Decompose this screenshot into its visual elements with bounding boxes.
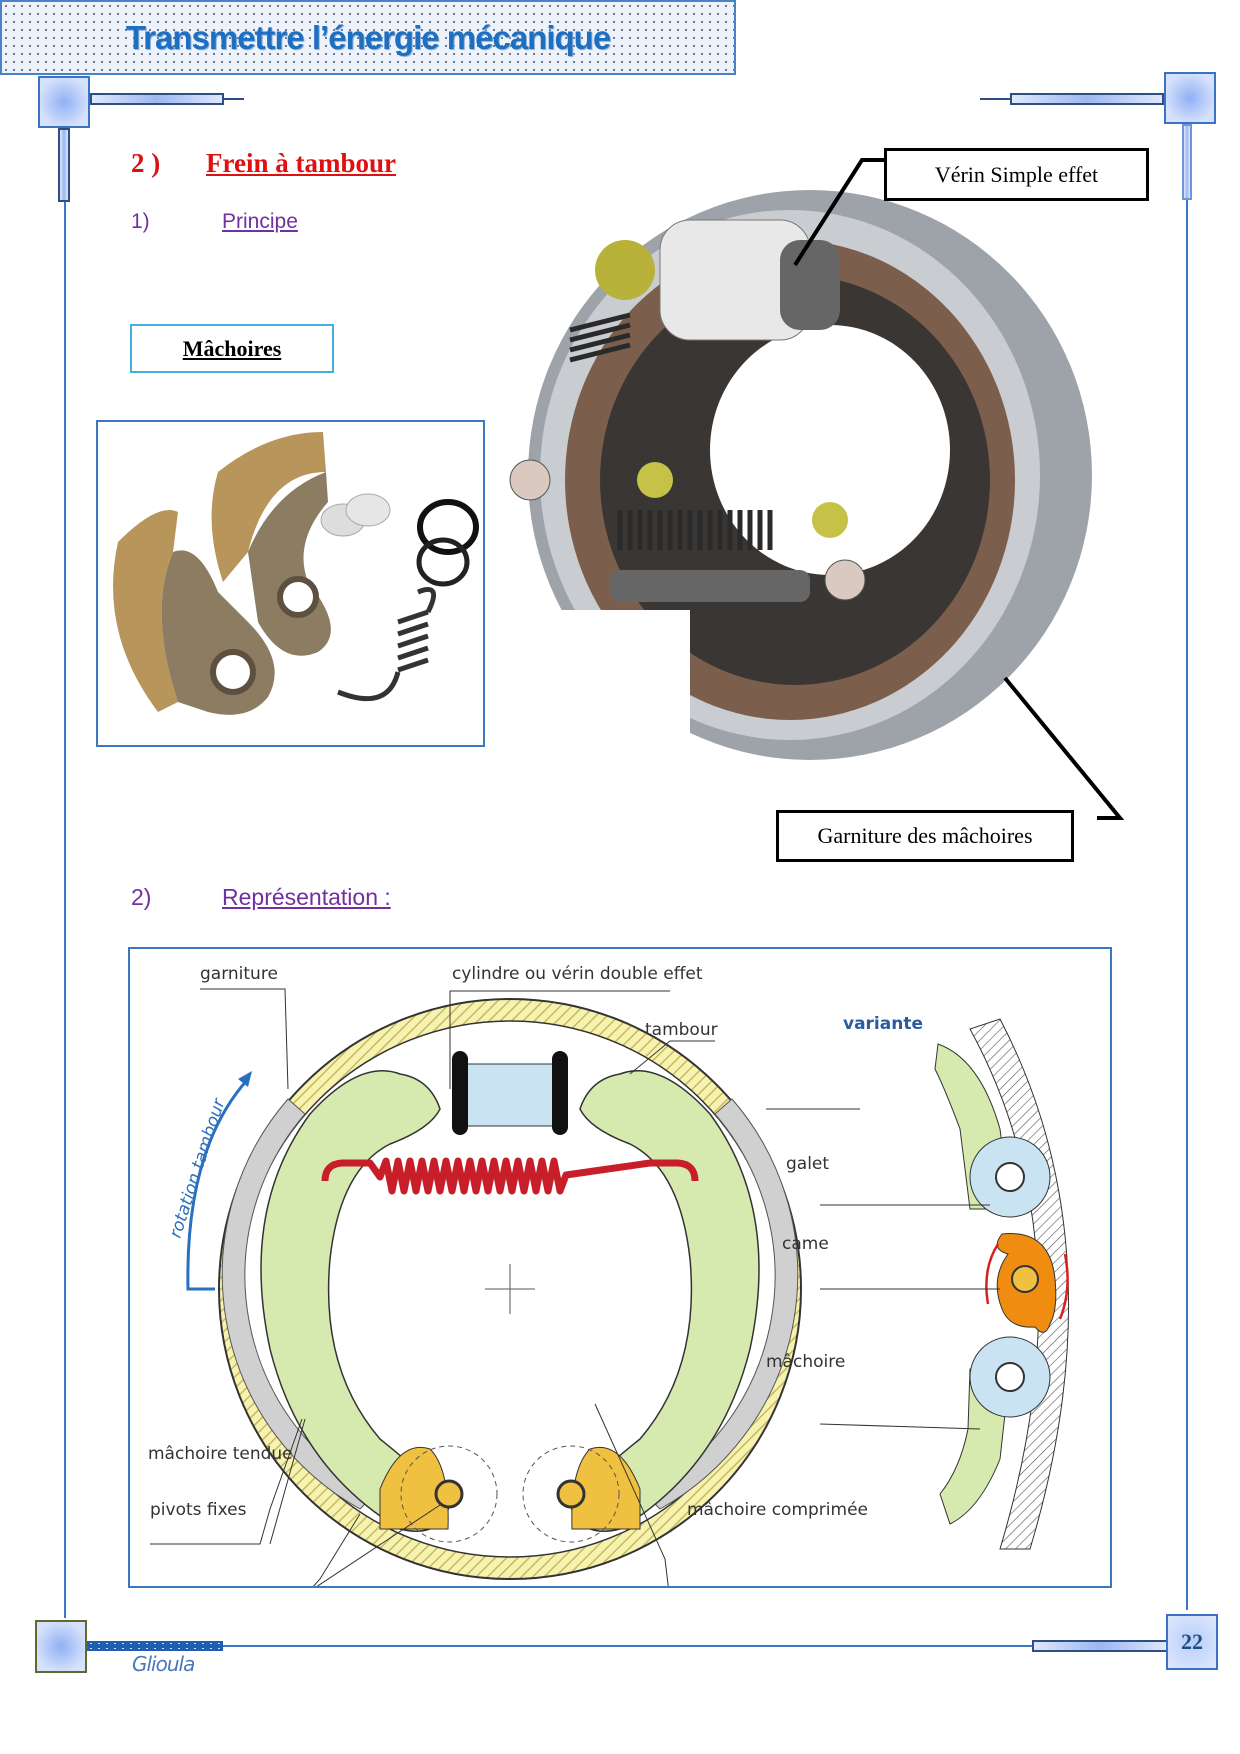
subsection-number-2: 2) [131, 884, 152, 910]
garniture-label: Garniture des mâchoires [776, 810, 1074, 862]
page-title-box: Transmettre l’énergie mécanique [0, 0, 736, 75]
brake-diagram-frame: rotation tambour garniture cylindre ou v… [128, 947, 1112, 1602]
verin-label: Vérin Simple effet [884, 148, 1149, 201]
corner-ornament-top-right [1164, 72, 1216, 124]
frame-line [224, 98, 244, 100]
brake-diagram: rotation tambour garniture cylindre ou v… [148, 964, 1070, 1602]
frame-bar [1010, 93, 1164, 105]
return-spring [321, 1157, 699, 1195]
machoires-label: Mâchoires [182, 335, 282, 361]
frame-bottom-line [223, 1645, 1033, 1647]
brake-shoes-illustration [113, 432, 479, 715]
page-number-box: 22 [1166, 1614, 1218, 1670]
frame-right-line [1186, 200, 1188, 1610]
frame-bar [1032, 1640, 1168, 1652]
page-number: 22 [1181, 1629, 1203, 1654]
subsection-title-representation: Représentation : [222, 884, 391, 910]
frame-left-line [64, 202, 66, 1618]
label-machoire-comprimee: mâchoire comprimée [687, 1500, 868, 1520]
label-machoire: mâchoire [766, 1352, 845, 1372]
label-cylindre: cylindre ou vérin double effet [452, 964, 703, 984]
drum-brake-photo [490, 190, 1092, 780]
page-title: Transmettre l’énergie mécanique [125, 18, 611, 56]
subsection-title-principe: Principe [222, 210, 298, 233]
subsection-number-1: 1) [131, 210, 150, 233]
frame-bar [90, 93, 224, 105]
machoires-label-box: Mâchoires [130, 324, 334, 373]
frame-bar [87, 1641, 223, 1651]
label-garniture: garniture [200, 964, 278, 984]
corner-ornament-top-left [38, 76, 90, 128]
rotation-arrow [186, 1077, 250, 1291]
brake-shoes-photo [96, 420, 485, 747]
cylinder [464, 1063, 556, 1127]
frame-bar [58, 128, 70, 202]
label-variante: variante [843, 1014, 923, 1034]
rotation-label: rotation tambour [166, 1095, 230, 1240]
label-galet: galet [786, 1154, 829, 1174]
label-tambour: tambour [645, 1020, 718, 1040]
frame-line [980, 98, 1010, 100]
label-machoire-tendue: mâchoire tendue [148, 1444, 293, 1464]
frame-bar [1182, 124, 1192, 200]
label-pivots-fixes: pivots fixes [150, 1500, 247, 1520]
section-title: Frein à tambour [206, 148, 396, 178]
label-came: came [782, 1234, 829, 1254]
pivot-left [434, 1479, 464, 1509]
pivot-right [556, 1479, 586, 1509]
section-number: 2 ) [131, 148, 161, 178]
footer-author: Glioula [132, 1652, 195, 1676]
corner-ornament-bottom-left [35, 1620, 87, 1673]
